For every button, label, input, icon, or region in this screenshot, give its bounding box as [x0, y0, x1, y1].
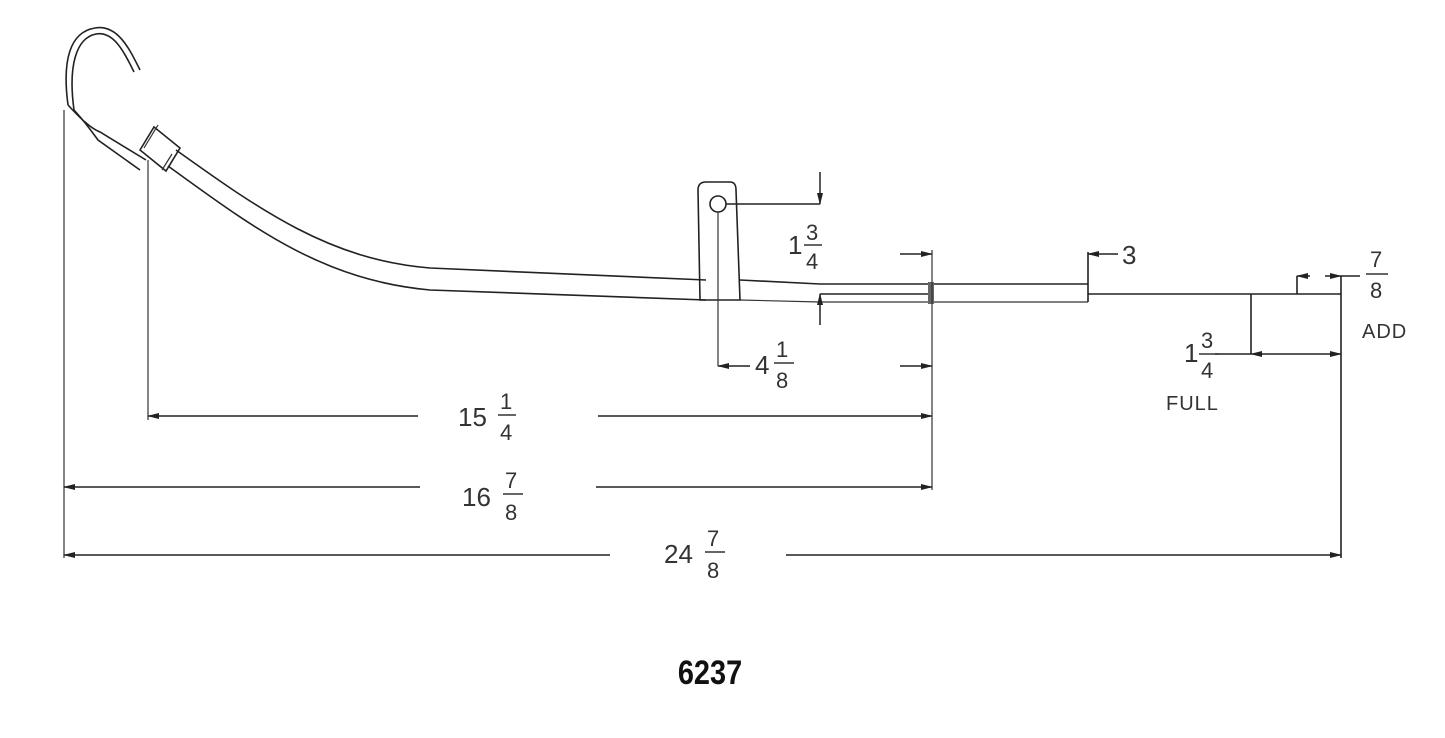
extension-lines: [63, 110, 933, 558]
svg-text:3: 3: [806, 220, 818, 245]
svg-text:3: 3: [1201, 328, 1213, 353]
svg-text:8: 8: [707, 558, 719, 583]
dipstick-tube: [167, 149, 1088, 304]
part-number: 6237: [677, 654, 743, 692]
svg-text:16: 16: [462, 482, 491, 512]
dimension-lines: [63, 251, 1360, 558]
svg-text:1: 1: [776, 337, 788, 362]
svg-text:ADD: ADD: [1362, 321, 1407, 343]
dim-ferrule-to-tube-end: 15 1 4: [458, 389, 516, 445]
svg-text:1: 1: [788, 230, 802, 260]
svg-text:7: 7: [505, 468, 517, 493]
mounting-bracket: [697, 181, 741, 301]
dim-tube-end: 3: [1122, 240, 1136, 270]
svg-text:4: 4: [806, 249, 818, 274]
dim-full-mark: 1 3 4 FULL: [1166, 328, 1219, 415]
svg-text:FULL: FULL: [1166, 393, 1219, 415]
svg-text:4: 4: [1201, 358, 1213, 383]
dim-overall-length: 24 7 8: [664, 526, 725, 583]
svg-text:1: 1: [500, 389, 512, 414]
svg-text:7: 7: [707, 526, 719, 551]
svg-text:8: 8: [776, 368, 788, 393]
svg-text:15: 15: [458, 402, 487, 432]
dim-hook-to-tube-end: 16 7 8: [462, 468, 523, 525]
ferrule: [138, 124, 182, 173]
svg-text:8: 8: [505, 500, 517, 525]
dim-hole-offset: 4 1 8: [755, 337, 794, 393]
svg-text:7: 7: [1370, 247, 1382, 272]
dim-add-mark: 7 8 ADD: [1362, 247, 1407, 343]
svg-text:24: 24: [664, 539, 693, 569]
svg-text:1: 1: [1184, 338, 1198, 368]
dipstick-hook: [65, 26, 147, 171]
dipstick-blade: [1087, 252, 1342, 558]
svg-text:4: 4: [500, 420, 512, 445]
svg-text:8: 8: [1370, 278, 1382, 303]
dim-hole-height: 1 3 4: [788, 220, 822, 274]
svg-text:4: 4: [755, 350, 769, 380]
svg-text:3: 3: [1122, 240, 1136, 270]
